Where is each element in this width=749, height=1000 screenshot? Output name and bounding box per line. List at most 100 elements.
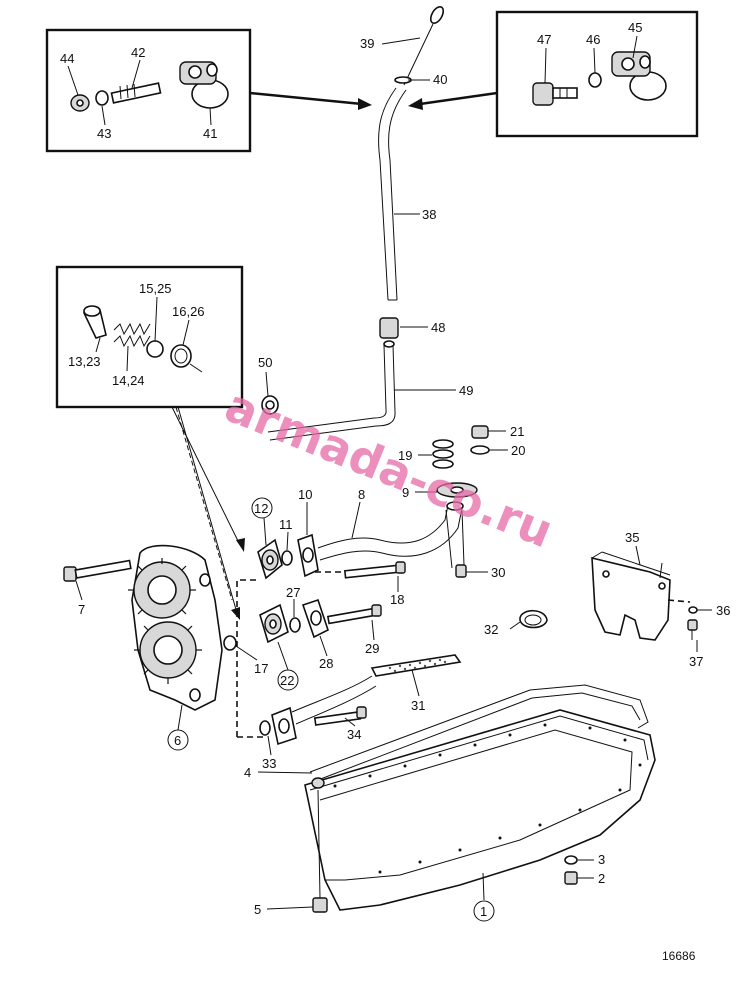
label-38: 38 — [422, 207, 436, 222]
bolt-47-icon — [532, 82, 578, 106]
label-14-24: 14,24 — [112, 373, 145, 388]
label-28: 28 — [319, 656, 333, 671]
label-circle-1 — [473, 900, 495, 922]
label-46: 46 — [586, 32, 600, 47]
label-50: 50 — [258, 355, 272, 370]
dipstick-tube-38-icon — [378, 87, 407, 301]
label-41: 41 — [203, 126, 217, 141]
label-36: 36 — [716, 603, 730, 618]
oil-pipe-8-icon — [317, 501, 465, 569]
washer-3-icon — [564, 855, 578, 865]
tube-49-icon — [267, 340, 396, 441]
label-3: 3 — [598, 852, 605, 867]
leader-arrows-top — [249, 91, 498, 110]
circlip-16-26-icon — [170, 344, 203, 373]
label-40: 40 — [433, 72, 447, 87]
washer-36-icon — [688, 606, 698, 614]
bolt-37-icon — [687, 619, 698, 640]
o-ring-33-icon — [259, 720, 271, 736]
label-1: 1 — [480, 904, 487, 919]
flange-9-icon — [436, 482, 478, 498]
label-18: 18 — [390, 592, 404, 607]
label-39: 39 — [360, 36, 374, 51]
o-ring-17-icon — [223, 635, 237, 651]
label-21: 21 — [510, 424, 524, 439]
clamp-32-icon — [519, 609, 548, 629]
valve-housing-12-icon — [257, 538, 283, 580]
label-44: 44 — [60, 51, 74, 66]
banjo-fitting-41-icon — [179, 61, 229, 109]
label-11: 11 — [279, 517, 293, 532]
label-20: 20 — [511, 443, 525, 458]
label-34: 34 — [347, 727, 361, 742]
strainer-31-icon — [370, 654, 462, 677]
label-27: 27 — [286, 585, 300, 600]
label-31: 31 — [411, 698, 425, 713]
o-ring-11-icon — [281, 550, 293, 566]
part-labels: 44 42 43 41 39 40 47 46 45 38 15,25 16,2… — [60, 20, 730, 919]
clamp-50-icon — [261, 395, 279, 415]
label-2: 2 — [598, 871, 605, 886]
label-leader-lines — [75, 37, 712, 910]
dashed-connection-pump — [236, 579, 257, 737]
label-33: 33 — [262, 756, 276, 771]
label-circle-22 — [277, 669, 299, 691]
label-43: 43 — [97, 126, 111, 141]
watermark: armada-co.ru — [218, 378, 560, 558]
label-32: 32 — [484, 622, 498, 637]
inset-box-left — [55, 265, 244, 409]
label-circle-6 — [167, 729, 189, 751]
label-8: 8 — [358, 487, 365, 502]
label-circle-12 — [251, 497, 273, 519]
flange-28-icon — [301, 598, 329, 639]
bolt-5-icon — [312, 789, 328, 913]
gasket-4-icon — [309, 684, 649, 781]
nut-21-icon — [471, 425, 489, 439]
label-12: 12 — [254, 501, 268, 516]
nut-44-icon — [70, 94, 90, 112]
flange-10-icon — [297, 533, 319, 578]
bolt-7-icon — [63, 559, 132, 582]
suction-pipe-33-icon — [271, 675, 377, 746]
inset-box-top-right — [495, 10, 699, 138]
label-6: 6 — [174, 733, 181, 748]
washer-43-icon — [95, 90, 109, 106]
washer-46-icon — [588, 72, 602, 88]
label-29: 29 — [365, 641, 379, 656]
plunger-13-23-icon — [83, 305, 107, 339]
o-ring-27-icon — [289, 617, 301, 633]
inset-box-top-left — [45, 28, 252, 153]
label-42: 42 — [131, 45, 145, 60]
label-15-25: 15,25 — [139, 281, 172, 296]
label-47: 47 — [537, 32, 551, 47]
label-22: 22 — [280, 673, 294, 688]
dashed-connection-cover — [667, 599, 691, 603]
label-45: 45 — [628, 20, 642, 35]
label-19: 19 — [398, 448, 412, 463]
bolt-30-icon — [455, 564, 467, 578]
spring-14-24-icon — [113, 322, 151, 348]
washers-19-icon — [432, 439, 454, 469]
label-37: 37 — [689, 654, 703, 669]
drain-plug-2-icon — [564, 871, 578, 885]
cover-plate-35-icon — [591, 551, 671, 641]
label-49: 49 — [459, 383, 473, 398]
label-35: 35 — [625, 530, 639, 545]
coupling-48-icon — [379, 317, 399, 339]
label-16-26: 16,26 — [172, 304, 205, 319]
label-10: 10 — [298, 487, 312, 502]
label-30: 30 — [491, 565, 505, 580]
oil-pump-6-icon — [128, 544, 223, 711]
washer-15-25-icon — [146, 340, 164, 358]
label-9: 9 — [402, 485, 409, 500]
bolt-29-icon — [326, 604, 382, 625]
bolt-42-icon — [110, 82, 162, 104]
label-17: 17 — [254, 661, 268, 676]
oil-pan-1-icon — [304, 709, 656, 911]
banjo-fitting-45-icon — [611, 51, 667, 101]
drawing-number: 16686 — [662, 949, 696, 963]
washer-20-icon — [470, 445, 490, 455]
label-48: 48 — [431, 320, 445, 335]
valve-housing-22-icon — [259, 603, 289, 644]
